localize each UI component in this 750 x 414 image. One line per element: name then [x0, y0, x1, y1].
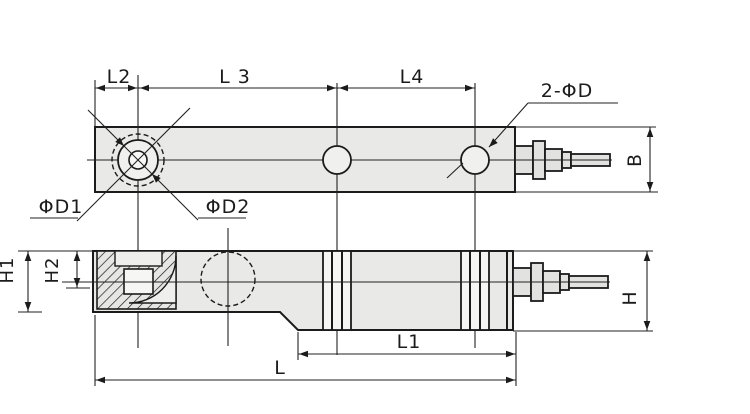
hole-right [460, 145, 490, 175]
hole-label-phi-d2: ΦD2 [206, 196, 251, 218]
clamp-band-1 [322, 250, 352, 331]
dim-label-l2: L2 [107, 66, 132, 88]
dim-label-h: H [619, 290, 641, 305]
dimension-chain: L2 L 3 L4 [94, 66, 475, 127]
dimension-b: B [515, 126, 658, 193]
pocket-curve [128, 255, 177, 304]
clamp-band-2 [460, 250, 490, 331]
section-hatch [96, 250, 177, 310]
dim-label-h1: H1 [0, 257, 18, 284]
dim-label-l1: L1 [397, 331, 422, 353]
leader-phi-d2: ΦD2 [198, 196, 251, 219]
dim-label-l4: L4 [400, 66, 425, 88]
bolt-circle-dashed [111, 133, 165, 187]
dimension-l1: L1 [297, 331, 517, 386]
centerlines-side [62, 228, 610, 346]
dim-label-l: L [274, 357, 286, 379]
dimension-h2: H2 [42, 251, 90, 289]
dim-label-l3: L 3 [219, 66, 251, 88]
hole-middle [322, 145, 352, 175]
side-view: H1 H2 H L1 [0, 228, 653, 386]
dim-label-h2: H2 [42, 257, 63, 284]
dimension-l: L [94, 315, 516, 386]
hole-label-phi-d1: ΦD1 [39, 196, 84, 218]
dimension-h1: H1 [0, 250, 93, 313]
mounting-hole-large [76, 107, 199, 222]
top-view: L2 L 3 L4 2-ΦD ΦD1 ΦD2 B [30, 66, 658, 355]
pocket-slot [114, 250, 163, 267]
dimension-h: H [513, 250, 653, 332]
leader-phi-d1: ΦD1 [30, 196, 84, 219]
hole-label-2-phi-d: 2-ΦD [541, 80, 594, 102]
leader-2-phi-d: 2-ΦD [446, 80, 618, 179]
dim-label-b: B [624, 153, 646, 167]
